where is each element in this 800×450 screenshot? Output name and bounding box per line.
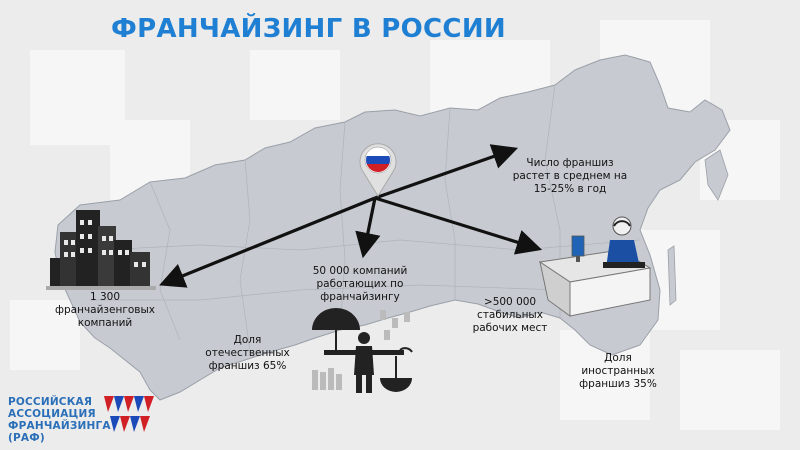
label-foreign-line-2: иностранных bbox=[581, 365, 655, 377]
businessman-umbrella-icon bbox=[312, 308, 413, 393]
raf-logo-line-2: АССОЦИАЦИЯ bbox=[8, 408, 96, 420]
label-jobs-line-2: стабильных bbox=[477, 309, 543, 321]
arrow-to-jobs bbox=[374, 196, 543, 255]
arrows bbox=[159, 144, 543, 288]
raf-logo-line-1: РОССИЙСКАЯ bbox=[8, 396, 93, 408]
raf-logo-icon bbox=[104, 396, 154, 432]
label-domestic-line-2: отечественных bbox=[205, 347, 290, 359]
label-growth-line-2: растет в среднем на bbox=[512, 170, 628, 182]
raf-logo-line-4: (РАФ) bbox=[8, 432, 45, 444]
label-companies-line-3: компаний bbox=[77, 317, 133, 329]
label-companies-line-2: франчайзенговых bbox=[55, 304, 155, 316]
label-companies-line-1: 1 300 bbox=[89, 291, 121, 303]
raf-logo-line-3: ФРАНЧАЙЗИНГА bbox=[8, 420, 111, 432]
russia-map bbox=[54, 54, 731, 401]
label-companies: 1 300 франчайзенговых компаний bbox=[50, 291, 160, 330]
arrow-to-companies bbox=[159, 196, 376, 288]
label-workers-line-2: работающих по bbox=[316, 278, 404, 290]
raf-logo-text: РОССИЙСКАЯ АССОЦИАЦИЯ ФРАНЧАЙЗИНГА (РАФ) bbox=[8, 396, 111, 444]
label-workers: 50 000 компаний работающих по франчайзин… bbox=[305, 265, 415, 304]
label-domestic-line-3: франшиз 65% bbox=[208, 360, 287, 372]
city-buildings-icon bbox=[46, 210, 156, 290]
label-jobs-line-1: >500 000 bbox=[483, 296, 537, 308]
russia-flag-map-pin-icon bbox=[359, 143, 397, 197]
label-domestic-line-1: Доля bbox=[233, 334, 262, 346]
label-foreign-line-1: Доля bbox=[604, 352, 632, 364]
office-desk-worker-icon bbox=[538, 216, 652, 317]
label-foreign-line-3: франшиз 35% bbox=[579, 378, 657, 390]
label-jobs-line-3: рабочих мест bbox=[472, 322, 548, 334]
label-workers-line-3: франчайзингу bbox=[320, 291, 400, 303]
arrow-to-workers bbox=[355, 197, 381, 259]
sakhalin bbox=[667, 245, 677, 306]
label-workers-line-1: 50 000 компаний bbox=[312, 265, 408, 277]
kamchatka bbox=[704, 149, 729, 201]
label-growth-line-1: Число франшиз bbox=[526, 157, 614, 169]
arrow-to-growth bbox=[374, 144, 519, 200]
page-title: ФРАНЧАЙЗИНГ В РОССИИ bbox=[111, 14, 506, 44]
label-jobs: >500 000 стабильных рабочих мест bbox=[460, 296, 560, 335]
label-growth-line-3: 15-25% в год bbox=[533, 183, 607, 195]
label-domestic: Доля отечественных франшиз 65% bbox=[195, 334, 300, 373]
label-growth: Число франшиз растет в среднем на 15-25%… bbox=[505, 157, 635, 196]
label-foreign: Доля иностранных франшиз 35% bbox=[568, 352, 668, 391]
